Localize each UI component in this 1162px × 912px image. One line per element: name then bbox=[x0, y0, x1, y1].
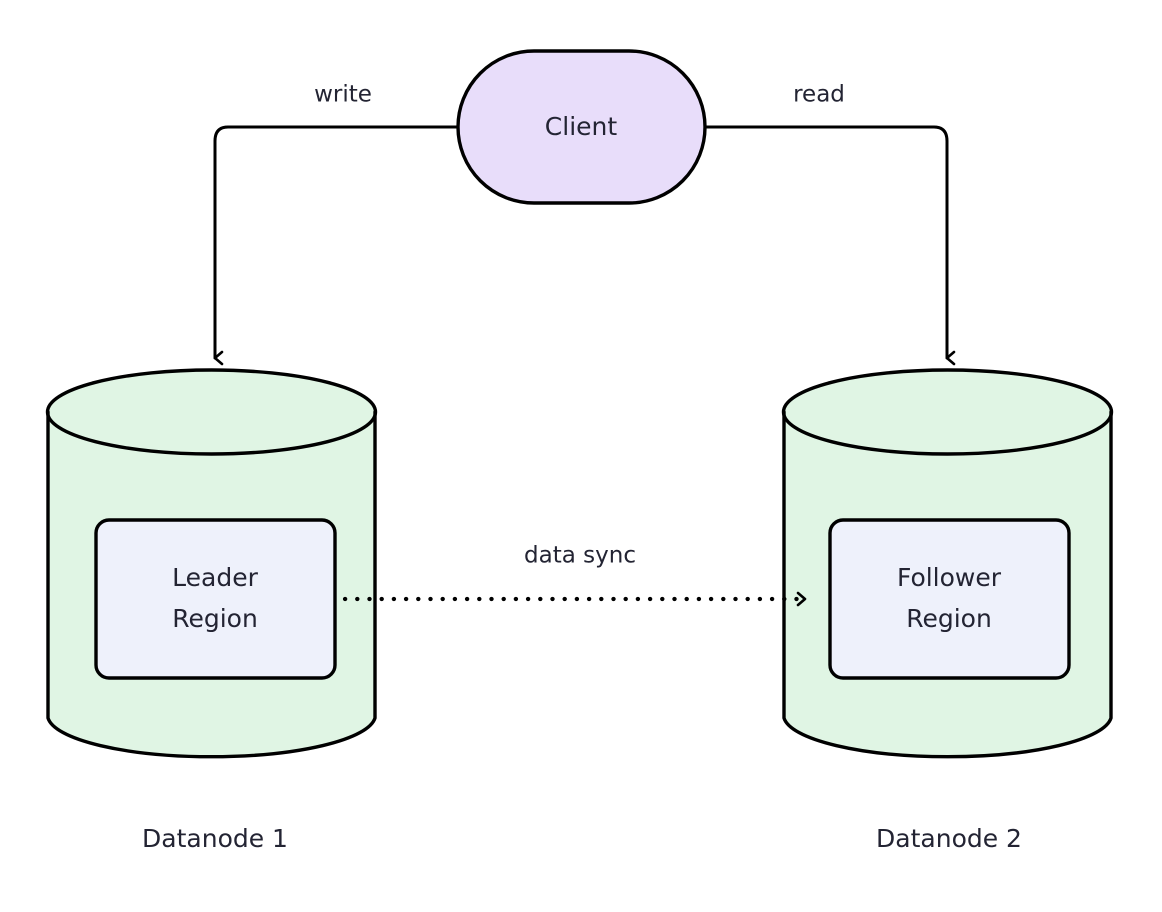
edge-data-sync: data sync bbox=[342, 543, 808, 607]
datanode2-cylinder-top-edge bbox=[781, 368, 1114, 456]
follower-region[interactable]: Follower Region bbox=[828, 518, 1071, 680]
client-label: Client bbox=[545, 112, 618, 141]
edge-read-path bbox=[703, 125, 956, 366]
node-client[interactable]: Client bbox=[456, 49, 707, 205]
leader-region-label-line1: Leader bbox=[172, 563, 258, 592]
edge-write-path bbox=[213, 125, 459, 366]
leader-region-label-line2: Region bbox=[172, 604, 258, 633]
follower-region-label-line1: Follower bbox=[897, 563, 1002, 592]
edge-write: write bbox=[213, 82, 459, 366]
leader-region-box[interactable] bbox=[94, 518, 337, 680]
follower-region-box[interactable] bbox=[828, 518, 1071, 680]
datanode2-cylinder-outline bbox=[782, 410, 1113, 759]
datanode1-cylinder-outline bbox=[46, 410, 377, 759]
datanode1-cylinder-top-edge bbox=[45, 368, 378, 456]
edge-read-label: read bbox=[793, 82, 845, 108]
edge-read: read bbox=[703, 82, 956, 366]
node-datanode1[interactable]: Leader Region Datanode 1 bbox=[45, 368, 378, 853]
datanode2-cylinder-top-fill bbox=[783, 370, 1112, 454]
datanode1-caption: Datanode 1 bbox=[142, 824, 288, 853]
leader-region[interactable]: Leader Region bbox=[94, 518, 337, 680]
edge-data-sync-label: data sync bbox=[524, 543, 636, 569]
datanode1-cylinder-top-fill bbox=[47, 370, 376, 454]
follower-region-label-line2: Region bbox=[906, 604, 992, 633]
edge-write-label: write bbox=[314, 82, 372, 108]
datanode2-caption: Datanode 2 bbox=[876, 824, 1022, 853]
node-datanode2[interactable]: Follower Region Datanode 2 bbox=[781, 368, 1114, 853]
client-shape[interactable] bbox=[456, 49, 707, 205]
